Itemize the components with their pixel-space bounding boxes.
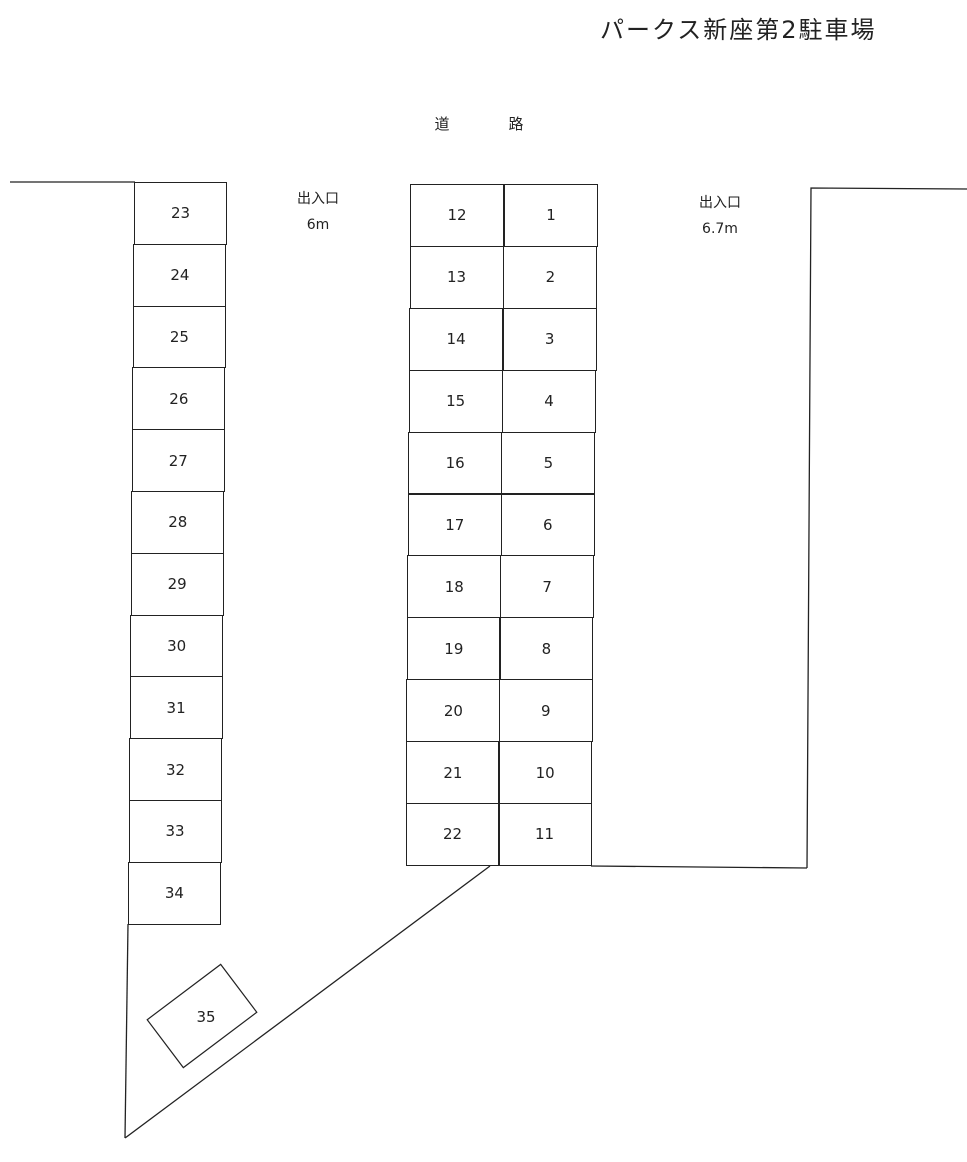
entrance-left-label: 出入口 bbox=[297, 191, 339, 207]
entrance-right-label: 出入口 bbox=[699, 195, 741, 211]
parking-space[interactable]: 5 bbox=[501, 431, 596, 495]
parking-space[interactable]: 7 bbox=[500, 555, 595, 619]
space-35-label[interactable]: 35 bbox=[196, 1008, 216, 1026]
parking-space[interactable]: 8 bbox=[499, 617, 594, 681]
road-label: 道 路 bbox=[434, 115, 546, 133]
parking-space[interactable]: 34 bbox=[127, 861, 221, 925]
entrance-right: 出入口 6.7m bbox=[690, 190, 750, 242]
parking-space[interactable]: 21 bbox=[405, 741, 500, 804]
parking-space[interactable]: 31 bbox=[129, 676, 223, 740]
parking-space[interactable]: 20 bbox=[406, 679, 501, 743]
parking-space[interactable]: 14 bbox=[409, 307, 504, 371]
boundary-diagonal bbox=[124, 865, 491, 1139]
parking-space[interactable]: 29 bbox=[130, 552, 224, 616]
boundary-left bbox=[124, 923, 129, 1139]
parking-space[interactable]: 33 bbox=[128, 800, 222, 863]
parking-space[interactable]: 23 bbox=[134, 182, 227, 245]
parking-space[interactable]: 4 bbox=[502, 369, 597, 433]
parking-space[interactable]: 24 bbox=[133, 243, 227, 307]
parking-space[interactable]: 17 bbox=[407, 493, 502, 557]
parking-space[interactable]: 2 bbox=[503, 245, 598, 309]
parking-space[interactable]: 28 bbox=[131, 491, 225, 554]
space-35-outline bbox=[146, 963, 258, 1069]
parking-space[interactable]: 12 bbox=[410, 184, 504, 247]
parking-space[interactable]: 32 bbox=[129, 738, 223, 801]
parking-space[interactable]: 9 bbox=[498, 679, 593, 743]
parking-space[interactable]: 3 bbox=[502, 307, 597, 371]
parking-space[interactable]: 30 bbox=[130, 614, 224, 678]
parking-space[interactable]: 1 bbox=[504, 184, 598, 247]
parking-space[interactable]: 10 bbox=[498, 741, 593, 804]
parking-space[interactable]: 11 bbox=[497, 803, 592, 866]
parking-space[interactable]: 18 bbox=[407, 555, 502, 619]
parking-space[interactable]: 19 bbox=[406, 617, 501, 681]
entrance-left-width: 6m bbox=[306, 217, 330, 233]
lot-title: パークス新座第2駐車場 bbox=[600, 16, 877, 44]
parking-space[interactable]: 27 bbox=[131, 429, 225, 492]
parking-space[interactable]: 16 bbox=[408, 431, 503, 495]
parking-space[interactable]: 25 bbox=[132, 305, 226, 369]
parking-space[interactable]: 15 bbox=[408, 369, 503, 433]
space-35-group bbox=[146, 963, 258, 1069]
boundary-right bbox=[806, 187, 967, 869]
parking-space[interactable]: 13 bbox=[409, 245, 504, 309]
parking-space[interactable]: 22 bbox=[405, 803, 500, 866]
boundary-bottom-right bbox=[590, 865, 808, 869]
parking-space[interactable]: 6 bbox=[500, 493, 595, 557]
parking-space[interactable]: 26 bbox=[132, 367, 226, 431]
entrance-right-width: 6.7m bbox=[702, 221, 738, 237]
entrance-left: 出入口 6m bbox=[288, 186, 348, 238]
